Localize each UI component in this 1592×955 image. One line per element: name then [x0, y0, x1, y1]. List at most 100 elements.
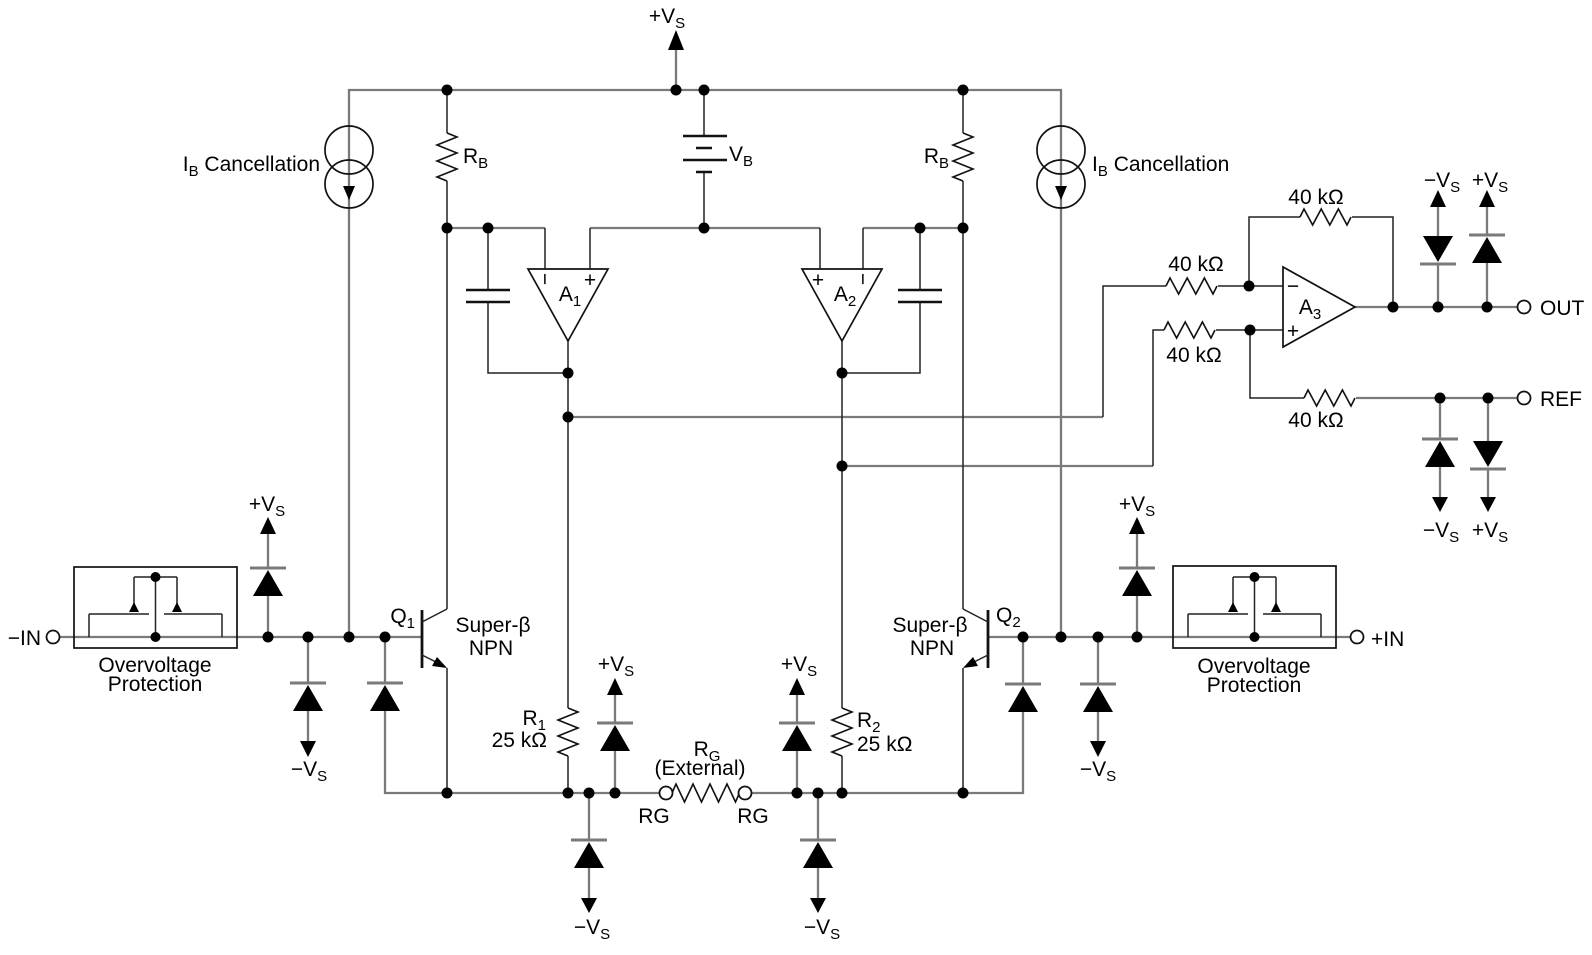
label-a2: A2 [834, 283, 856, 310]
label-in-minus: −IN [8, 627, 41, 650]
terminal-ref [1516, 390, 1532, 406]
arrow-up-icon [607, 678, 623, 695]
label-r2: R2 [857, 709, 881, 736]
arrow-down-icon [810, 898, 826, 913]
terminals [45, 299, 1532, 801]
arrow-down-icon [1090, 741, 1106, 757]
label-plus-vs-inL: +VS [249, 493, 285, 520]
label-rg: RG [694, 738, 721, 765]
diode-q2-base [1008, 686, 1038, 712]
label-40k-plus-input: 40 kΩ [1166, 344, 1221, 367]
diode-ref-plus [1473, 441, 1503, 467]
label-a2-minus: − [851, 273, 874, 285]
diode-q1-base [370, 685, 400, 711]
label-r1: R1 [522, 707, 546, 734]
label-q2: Q2 [996, 604, 1021, 631]
opamp-a3 [1282, 265, 1357, 349]
label-a2-plus: + [812, 269, 824, 292]
label-minus-vs-ref: −VS [1423, 519, 1459, 546]
current-arrow-icon [343, 186, 355, 200]
transistor-q1 [420, 608, 448, 668]
routing-wires [60, 50, 1517, 898]
label-a3-minus: − [1287, 275, 1299, 298]
terminal-rg-right [737, 785, 753, 801]
label-superbeta-right: Super-β [892, 614, 967, 637]
label-npn-right: NPN [910, 637, 954, 660]
resistor-r2 [829, 707, 855, 757]
capacitor-a2 [898, 288, 942, 304]
fet-arrow-icon [1271, 602, 1281, 612]
capacitor-a1 [466, 288, 510, 304]
opamp-a2 [800, 268, 884, 343]
resistor-rg-external [671, 782, 741, 804]
arrow-up-icon [789, 678, 805, 695]
label-ovp-left-1: Overvoltage [98, 654, 211, 677]
supply-arrows [260, 30, 1496, 913]
label-a3-plus: + [1287, 320, 1299, 343]
label-r1-value: 25 kΩ [492, 729, 547, 752]
battery-vb [683, 134, 727, 174]
resistor-40k-ref [1303, 388, 1356, 408]
diode-out-plus [1472, 237, 1502, 263]
terminal-out [1516, 299, 1532, 315]
label-a1-minus: − [533, 273, 556, 285]
junction-dots [150, 84, 1494, 799]
resistor-40k-plus-input [1163, 320, 1216, 340]
arrow-down-icon [581, 898, 597, 913]
terminal-in-plus [1349, 629, 1365, 645]
label-vb: VB [729, 143, 753, 170]
current-arrow-icon [1055, 186, 1067, 200]
label-plus-vs-rgL: +VS [598, 653, 634, 680]
diode-inR-minus [1083, 686, 1113, 712]
arrow-down-icon [1432, 497, 1448, 512]
label-q1: Q1 [390, 605, 415, 632]
label-rg-pin-left: RG [638, 805, 670, 828]
diode-inL-minus [293, 685, 323, 711]
label-40k-minus-input: 40 kΩ [1168, 253, 1223, 276]
arrow-up-icon [668, 30, 684, 50]
label-minus-vs-rgR: −VS [804, 916, 840, 943]
label-in-plus: +IN [1371, 628, 1404, 651]
label-rb-right: RB [924, 145, 949, 172]
label-rg-external: (External) [654, 757, 745, 780]
label-minus-vs-rgL: −VS [574, 916, 610, 943]
label-minus-vs-inR: −VS [1080, 758, 1116, 785]
diode-rgL-minus [574, 842, 604, 868]
opamp-a1 [526, 268, 610, 343]
arrow-up-icon [1479, 190, 1495, 207]
diode-out-minus [1423, 236, 1453, 262]
diode-rgR-plus [782, 725, 812, 751]
emitter-arrow-icon [432, 657, 447, 668]
current-source-ib-left [324, 125, 374, 209]
transistor-q2 [962, 608, 990, 668]
label-40k-feedback: 40 kΩ [1288, 186, 1343, 209]
label-a1-plus: + [584, 269, 596, 292]
label-out: OUT [1540, 297, 1585, 320]
resistor-rb-left [434, 132, 460, 182]
label-rg-pin-right: RG [737, 805, 769, 828]
diodes [253, 236, 1503, 868]
label-a3: A3 [1299, 296, 1321, 323]
label-plus-vs-top: +VS [649, 5, 685, 32]
diode-clamp-inR-plus [1122, 570, 1152, 596]
label-minus-vs-out: −VS [1424, 169, 1460, 196]
label-a1: A1 [559, 283, 581, 310]
label-superbeta-left: Super-β [455, 614, 530, 637]
terminal-in-minus [45, 629, 61, 645]
resistor-40k-feedback [1299, 207, 1352, 227]
arrow-up-icon [1430, 190, 1446, 207]
terminal-rg-left [658, 785, 674, 801]
fet-arrow-icon [1228, 602, 1238, 612]
diode-clamp-inL-plus [253, 570, 283, 596]
emitter-arrow-icon [963, 657, 978, 668]
label-plus-vs-inR: +VS [1119, 493, 1155, 520]
label-ovp-right-2: Protection [1207, 674, 1302, 697]
fet-arrow-icon [172, 602, 182, 612]
label-plus-vs-out: +VS [1472, 169, 1508, 196]
arrow-down-icon [300, 741, 316, 757]
arrow-up-icon [1129, 517, 1145, 534]
diode-rgR-minus [803, 842, 833, 868]
label-r2-value: 25 kΩ [857, 733, 912, 756]
label-plus-vs-ref: +VS [1472, 519, 1508, 546]
